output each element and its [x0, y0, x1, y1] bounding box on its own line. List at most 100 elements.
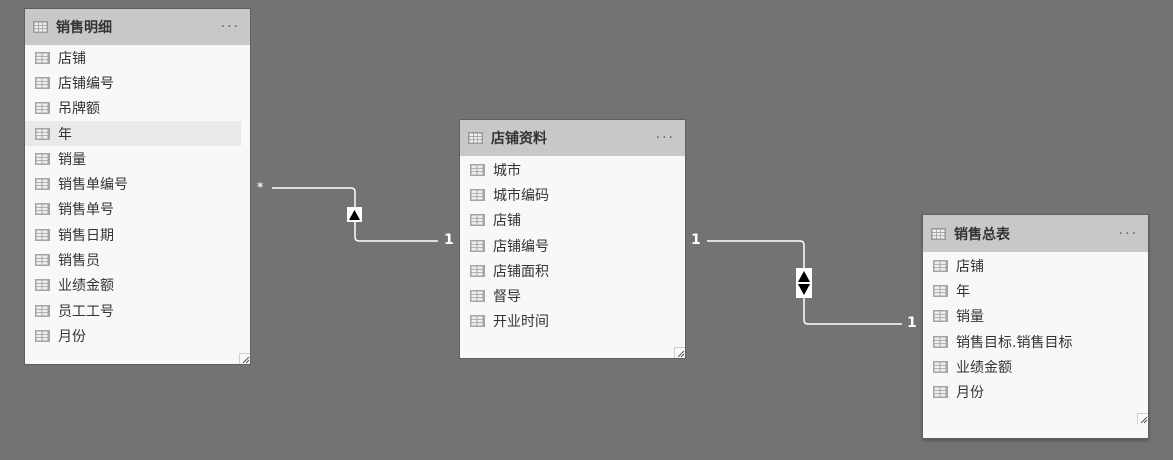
field-row[interactable]: 吊牌额 [25, 96, 241, 121]
resize-handle[interactable] [1137, 413, 1148, 424]
field-row[interactable]: 月份 [25, 323, 241, 348]
table-icon [468, 132, 483, 144]
column-icon [933, 284, 948, 297]
field-row[interactable]: 督导 [460, 283, 676, 308]
field-name: 店铺 [493, 213, 521, 230]
column-icon [470, 214, 485, 227]
field-row[interactable]: 业绩金额 [923, 354, 1139, 379]
table-header[interactable]: 店铺资料 ··· [460, 120, 685, 156]
column-icon [35, 127, 50, 140]
table-card-store-info[interactable]: 店铺资料 ··· 城市 城市编码 店铺 店铺编号 店铺面积 督导 开业时间 [459, 119, 686, 359]
resize-grip-icon [1140, 416, 1148, 424]
column-icon [35, 152, 50, 165]
single-direction-filter-badge[interactable] [347, 207, 362, 222]
field-row[interactable]: 店铺面积 [460, 258, 676, 283]
table-title: 店铺资料 [491, 131, 547, 147]
field-row[interactable]: 业绩金额 [25, 273, 241, 298]
column-icon [470, 239, 485, 252]
field-name: 店铺编号 [493, 238, 549, 255]
field-row[interactable]: 店铺编号 [460, 233, 676, 258]
resize-grip-icon [677, 350, 685, 358]
more-options-button[interactable]: ··· [655, 130, 675, 146]
column-icon [35, 228, 50, 241]
field-row[interactable]: 销售日期 [25, 222, 241, 247]
column-icon [35, 178, 50, 191]
field-name: 店铺面积 [493, 263, 549, 280]
field-row-hovered[interactable]: 年 [25, 120, 241, 147]
field-name: 销量 [58, 151, 86, 168]
field-name: 销量 [956, 309, 984, 326]
arrow-up-icon [798, 271, 810, 282]
field-row[interactable]: 城市编码 [460, 182, 676, 207]
field-name: 年 [956, 283, 970, 300]
field-row[interactable]: 店铺 [25, 45, 241, 70]
field-name: 吊牌额 [58, 101, 100, 118]
column-icon [35, 279, 50, 292]
field-name: 业绩金额 [956, 359, 1012, 376]
column-icon [933, 310, 948, 323]
field-row[interactable]: 员工工号 [25, 298, 241, 323]
field-name: 月份 [956, 385, 984, 402]
field-name: 城市 [493, 162, 521, 179]
field-name: 销售日期 [58, 227, 114, 244]
column-icon [933, 386, 948, 399]
field-name: 业绩金额 [58, 278, 114, 295]
field-name: 员工工号 [58, 303, 114, 320]
field-name: 销售单号 [58, 202, 114, 219]
resize-handle[interactable] [674, 347, 685, 358]
field-name: 年 [58, 126, 72, 143]
table-card-sales-detail[interactable]: 销售明细 ··· 店铺 店铺编号 吊牌额 年 销量 销售单编号 销售单号 销售日… [24, 8, 251, 365]
field-row[interactable]: 年 [923, 278, 1139, 303]
table-card-sales-summary[interactable]: 销售总表 ··· 店铺 年 销量 销售目标.销售目标 业绩金额 月份 [922, 214, 1149, 439]
table-title: 销售明细 [56, 20, 112, 36]
column-icon [470, 188, 485, 201]
field-name: 销售单编号 [58, 177, 128, 194]
table-icon [33, 21, 48, 33]
cardinality-many-label: * [257, 180, 264, 194]
field-list: 城市 城市编码 店铺 店铺编号 店铺面积 督导 开业时间 [460, 156, 685, 334]
bidirectional-filter-badge[interactable] [796, 268, 812, 298]
field-name: 月份 [58, 328, 86, 345]
resize-grip-icon [242, 356, 250, 364]
column-icon [933, 360, 948, 373]
more-options-button[interactable]: ··· [220, 19, 240, 35]
column-icon [470, 264, 485, 277]
table-title: 销售总表 [954, 226, 1010, 243]
arrow-up-icon [349, 209, 360, 220]
column-icon [470, 163, 485, 176]
field-name: 销售员 [58, 253, 100, 270]
field-row[interactable]: 店铺 [923, 253, 1139, 278]
field-row[interactable]: 城市 [460, 157, 676, 182]
table-icon [931, 227, 946, 240]
field-row[interactable]: 销售单号 [25, 197, 241, 222]
field-list: 店铺 年 销量 销售目标.销售目标 业绩金额 月份 [923, 252, 1148, 405]
field-name: 督导 [493, 289, 521, 306]
column-icon [35, 254, 50, 267]
field-row[interactable]: 开业时间 [460, 309, 676, 334]
resize-handle[interactable] [239, 353, 250, 364]
field-row[interactable]: 销量 [923, 304, 1139, 329]
field-name: 开业时间 [493, 314, 549, 331]
column-icon [470, 315, 485, 328]
arrow-down-icon [798, 284, 810, 295]
field-row[interactable]: 店铺 [460, 208, 676, 233]
table-header[interactable]: 销售明细 ··· [25, 9, 250, 45]
field-list: 店铺 店铺编号 吊牌额 年 销量 销售单编号 销售单号 销售日期 销售员 业绩金… [25, 45, 250, 349]
column-icon [35, 329, 50, 342]
field-row[interactable]: 销售目标.销售目标 [923, 329, 1139, 354]
field-row[interactable]: 销售员 [25, 247, 241, 272]
column-icon [35, 102, 50, 115]
cardinality-one-label: 1 [444, 232, 454, 248]
field-row[interactable]: 月份 [923, 379, 1139, 404]
table-header[interactable]: 销售总表 ··· [923, 215, 1148, 252]
column-icon [933, 259, 948, 272]
column-icon [470, 290, 485, 303]
column-icon [35, 51, 50, 64]
column-icon [35, 76, 50, 89]
field-row[interactable]: 店铺编号 [25, 70, 241, 95]
more-options-button[interactable]: ··· [1118, 225, 1138, 242]
field-name: 销售目标.销售目标 [956, 334, 1073, 351]
field-row[interactable]: 销售单编号 [25, 171, 241, 196]
field-row[interactable]: 销量 [25, 146, 241, 171]
field-name: 店铺 [956, 258, 984, 275]
